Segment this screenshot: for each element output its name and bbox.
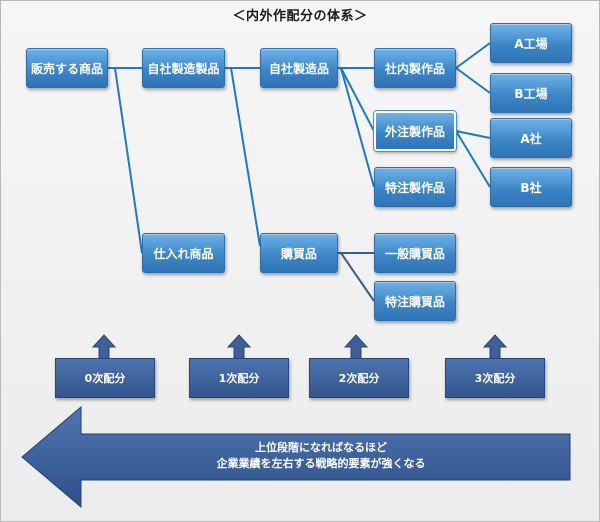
- order-3: 3次配分: [445, 358, 545, 398]
- node-b-sha: B社: [490, 167, 572, 207]
- node-ippan-konyu: 一般購買品: [374, 233, 456, 273]
- node-tokuchu-seisaku: 特注製作品: [374, 167, 456, 207]
- node-jisha-seizo-seihin: 自社製造製品: [142, 48, 225, 88]
- node-hanbai: 販売する商品: [26, 48, 108, 88]
- node-jisha-seizo-hin: 自社製造品: [260, 48, 338, 88]
- connector-line: [455, 42, 491, 69]
- big-left-arrow: 上位段階になればなるほど 企業業績を左右する戦略的要素が強くなる: [21, 406, 573, 508]
- order-1: 1次配分: [189, 358, 289, 398]
- arrow-text-line2: 企業業績を左右する戦略的要素が強くなる: [216, 457, 426, 470]
- connector-line: [455, 130, 491, 188]
- node-tokuchu-konyu: 特注購買品: [374, 281, 456, 321]
- node-gaichu: 外注製作品: [374, 111, 456, 151]
- up-arrow-icon: [92, 334, 116, 360]
- connector-line: [455, 130, 491, 139]
- connector-line: [340, 67, 375, 188]
- connector-line: [114, 67, 143, 254]
- order-2: 2次配分: [309, 358, 409, 398]
- node-a-sha: A社: [490, 118, 572, 158]
- connector-line: [230, 67, 261, 247]
- node-konyu: 購買品: [260, 233, 338, 273]
- up-arrow-icon: [227, 334, 251, 360]
- connector-line: [455, 67, 491, 94]
- left-arrow-icon: [21, 406, 571, 508]
- up-arrow-icon: [344, 334, 368, 360]
- order-0: 0次配分: [55, 358, 155, 398]
- node-b-kojo: B工場: [490, 73, 572, 113]
- arrow-text-line1: 上位段階になればなるほど: [255, 441, 387, 454]
- node-a-kojo: A工場: [490, 23, 572, 63]
- node-shanai: 社内製作品: [374, 48, 456, 88]
- connector-line: [340, 252, 375, 302]
- up-arrow-icon: [483, 334, 507, 360]
- node-shiire: 仕入れ商品: [142, 233, 225, 273]
- connector-line: [340, 67, 375, 132]
- diagram-title: ＜内外作配分の体系＞: [232, 9, 368, 24]
